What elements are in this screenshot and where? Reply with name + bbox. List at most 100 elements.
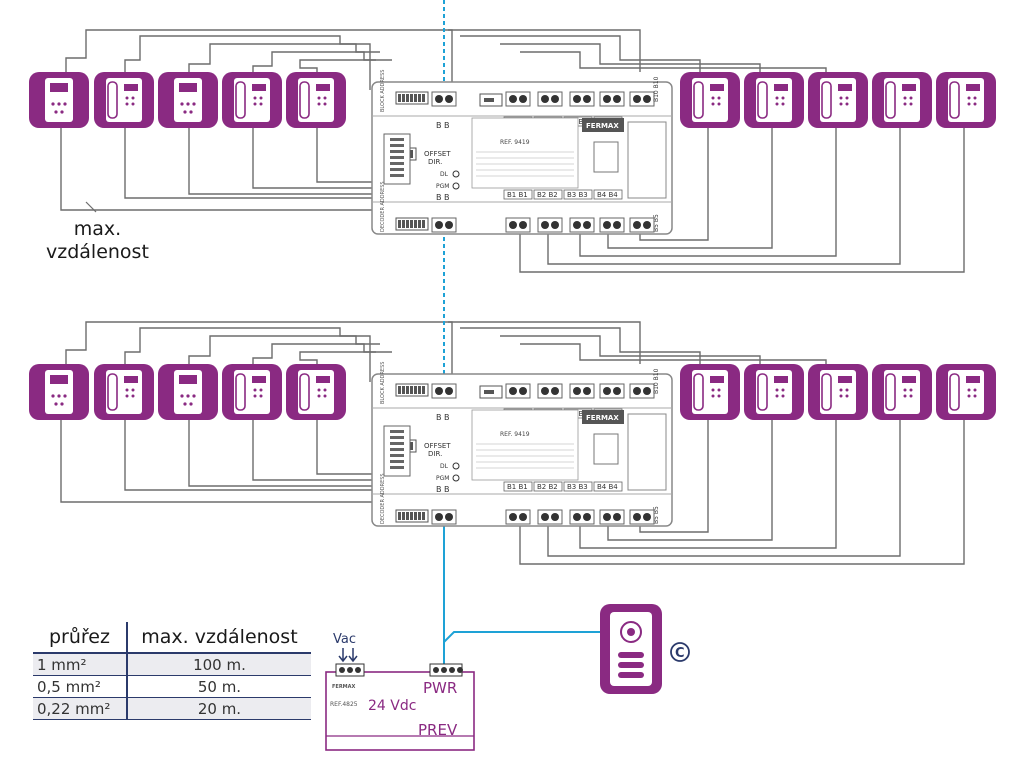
- monitor-screen: [179, 375, 197, 384]
- distance-label-line2: vzdálenost: [46, 241, 149, 263]
- handset-button: [967, 102, 971, 106]
- handset-display: [252, 84, 266, 91]
- label-box: [533, 481, 563, 492]
- terminal-block: [629, 509, 655, 525]
- wire-left-3-bottom: [188, 128, 372, 195]
- handset-icon: [222, 72, 282, 128]
- wire-left-1-top: [65, 29, 453, 90]
- handset-icon: [872, 364, 932, 420]
- chip: [593, 433, 619, 465]
- terminal-screw: [583, 221, 591, 229]
- wire-right-3-bottom: [579, 420, 837, 549]
- handset-button: [909, 388, 913, 392]
- terminal-screw: [573, 387, 581, 395]
- terminal-block: [599, 509, 625, 525]
- terminal-label-bottom: B2 B2: [537, 483, 558, 491]
- terminal-screw: [449, 667, 455, 673]
- decoder-address-label: DECODER ADDRESS: [380, 181, 386, 232]
- devices-layer: [29, 72, 996, 420]
- terminal-screw: [519, 387, 527, 395]
- handset-receiver: [235, 373, 246, 411]
- handset-receiver: [299, 81, 310, 119]
- ref-label: REF. 9419: [500, 139, 530, 146]
- handset-button: [317, 102, 321, 106]
- voltage-label: 24 Vdc: [368, 698, 416, 714]
- handset-button: [781, 388, 785, 392]
- handset-icon: [286, 364, 346, 420]
- dip-switch: [395, 217, 429, 231]
- dip-lever: [410, 512, 413, 520]
- dip-lever: [418, 94, 421, 102]
- terminal-screw: [613, 387, 621, 395]
- offset-switch-lever: [390, 466, 404, 469]
- terminal-label-bottom: B1 B1: [507, 191, 528, 199]
- dip-lever: [422, 512, 425, 520]
- wire-left-2-top: [124, 35, 371, 90]
- handset-button: [711, 394, 715, 398]
- handset-button: [973, 394, 977, 398]
- handset-button: [125, 96, 129, 100]
- dip-lever: [422, 386, 425, 394]
- monitor-button: [57, 102, 61, 106]
- wire-right-3-top: [500, 335, 761, 364]
- handset-button: [839, 102, 843, 106]
- brand-bar: [582, 410, 624, 424]
- terminal-label-bottom: B3 B3: [567, 483, 588, 491]
- bb-label: B B: [436, 121, 450, 130]
- terminal-screw: [551, 513, 559, 521]
- terminal-screw: [583, 95, 591, 103]
- handset-button: [317, 388, 321, 392]
- offset-switch-lever: [390, 442, 404, 445]
- offset-switch-lever: [390, 156, 404, 159]
- table-cell-distance: 20 m.: [125, 697, 311, 720]
- handset-display: [710, 84, 724, 91]
- table-row: 0,5 mm² 50 m.: [33, 675, 311, 698]
- wire-left-3-top: [188, 335, 380, 364]
- handset-button: [717, 388, 721, 392]
- wire-right-1-top: [448, 29, 641, 72]
- terminal-screw: [355, 667, 361, 673]
- handset-button: [973, 388, 977, 392]
- panel-badge: [670, 642, 690, 662]
- terminal-screw: [551, 95, 559, 103]
- terminal-block: [599, 217, 625, 233]
- handset-button: [131, 102, 135, 106]
- monitor-button: [180, 394, 184, 398]
- wire-left-1-bottom: [60, 420, 372, 503]
- terminal-label-bottom: B1 B1: [507, 483, 528, 491]
- label-box: [503, 189, 533, 200]
- dip-lever: [398, 220, 401, 228]
- handset-display: [774, 376, 788, 383]
- handset-button: [973, 102, 977, 106]
- terminal-screw: [445, 95, 453, 103]
- label-box: [533, 189, 563, 200]
- panel-button: [618, 652, 644, 658]
- handset-icon: [680, 364, 740, 420]
- jumper-pin: [484, 390, 494, 394]
- handset-button: [323, 102, 327, 106]
- offset-switch-lever: [390, 448, 404, 451]
- side-label-bottom: B5 B5: [653, 214, 660, 232]
- bus-line-to-panel: [443, 631, 600, 643]
- wire-left-4-top: [252, 343, 392, 364]
- side-slot: [627, 121, 667, 199]
- psu-body: [325, 671, 475, 751]
- dl-led: [452, 170, 460, 178]
- wire-left-4-bottom: [252, 128, 372, 189]
- wire-left-2-bottom: [124, 128, 372, 199]
- handset-button: [903, 96, 907, 100]
- terminal-block: [569, 91, 595, 107]
- handset-button: [711, 388, 715, 392]
- panel-button: [618, 672, 644, 678]
- monitor-button: [192, 102, 196, 106]
- offset-switch-lever: [390, 430, 404, 433]
- monitor-button: [60, 402, 64, 406]
- panel-badge-label: C: [675, 646, 685, 661]
- dip-lever: [410, 94, 413, 102]
- side-slot: [627, 413, 667, 491]
- offset-switch-lever: [390, 168, 404, 171]
- monitor-button: [54, 402, 58, 406]
